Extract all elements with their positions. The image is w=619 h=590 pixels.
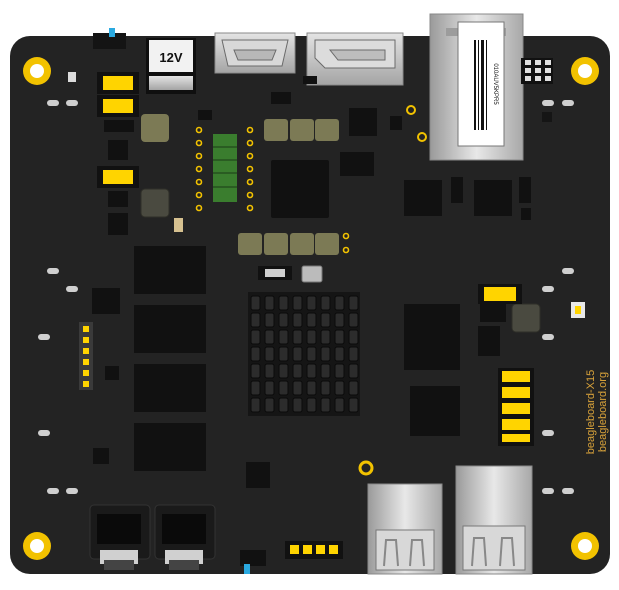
small-chip <box>246 462 270 488</box>
led-indicator-right <box>571 302 585 318</box>
ethernet-jack: 010AUV5KPR5 <box>429 13 524 161</box>
small-chip <box>108 191 128 207</box>
usb-port-right <box>455 465 533 575</box>
audio-jack-right <box>154 504 216 570</box>
pmic-chip <box>271 160 329 218</box>
ethernet-phy-chip <box>404 180 442 216</box>
crystal-body <box>265 269 285 277</box>
small-chip <box>519 177 531 203</box>
silkscreen-branding: beagleboard-X15 beagleboard.org <box>585 370 609 454</box>
small-chip <box>93 448 109 464</box>
edge-slots <box>38 100 574 494</box>
power-jack-12v: 12V <box>146 38 196 94</box>
board-url-text: beagleboard.org <box>597 372 609 452</box>
resistor-array <box>195 126 254 212</box>
small-chip <box>104 120 134 132</box>
hdmi-connector <box>214 32 296 74</box>
small-resistor <box>174 218 183 232</box>
small-chip <box>451 177 463 203</box>
audio-jack-left <box>89 504 151 570</box>
inductor <box>511 303 541 333</box>
debug-header <box>79 322 93 390</box>
bottom-leds <box>285 541 343 559</box>
small-chip <box>340 152 374 176</box>
blue-led-bottom <box>244 564 250 574</box>
small-chip <box>198 110 212 120</box>
small-chip <box>303 76 317 84</box>
small-chip <box>105 366 119 380</box>
bottom-switch <box>240 550 266 566</box>
tantalum-capacitor-right <box>478 284 522 304</box>
board-name-text: beagleboard-X15 <box>585 370 597 454</box>
power-label: 12V <box>159 50 182 65</box>
ddr3-memory-chips <box>134 246 206 471</box>
usb-port-left <box>367 483 443 575</box>
small-chip <box>108 213 128 235</box>
small-chip <box>480 300 506 322</box>
heatsink <box>248 292 360 416</box>
ic-chip <box>474 180 512 216</box>
small-chip <box>271 92 291 104</box>
small-chip <box>92 288 120 314</box>
small-chip <box>521 208 531 220</box>
mounting-holes <box>23 57 599 560</box>
test-point <box>358 460 374 476</box>
inductor <box>140 188 170 218</box>
metal-can <box>301 265 323 283</box>
inductor-row-top <box>264 119 339 141</box>
inductor-row-middle <box>238 232 350 255</box>
small-led <box>68 72 76 82</box>
small-chip <box>478 326 500 356</box>
small-chip <box>390 116 402 130</box>
user-leds <box>498 368 534 446</box>
small-component <box>542 112 552 122</box>
ethernet-serial: 010AUV5KPR5 <box>492 63 498 105</box>
esata-connector <box>306 32 404 86</box>
tantalum-capacitors <box>97 72 139 188</box>
top-right-leds <box>521 58 553 84</box>
ic-chip <box>410 386 460 436</box>
emmc-chip <box>404 304 460 370</box>
top-switch <box>93 33 126 49</box>
blue-led-top <box>109 28 115 37</box>
small-chip <box>349 108 377 136</box>
small-chip <box>108 140 128 160</box>
inductor <box>141 114 169 142</box>
